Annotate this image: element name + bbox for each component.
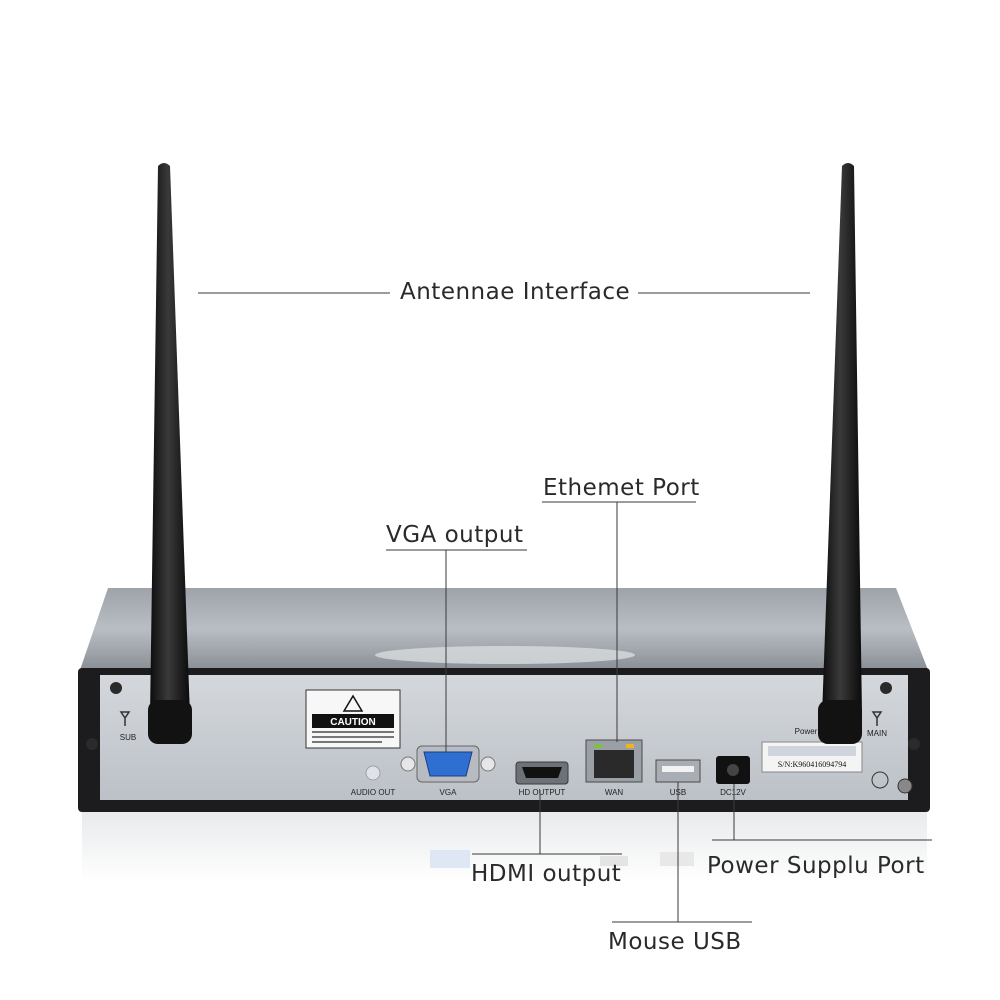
- reflection-port: [660, 852, 694, 866]
- caution-label: CAUTION: [330, 717, 376, 728]
- mouse-usb-callout: Mouse USB: [608, 929, 742, 955]
- antenna-symbol-icon: [119, 711, 131, 726]
- antennae-interface-callout: Antennae Interface: [400, 279, 631, 305]
- hdmi-socket: [522, 767, 562, 778]
- caution-banner: [312, 714, 394, 728]
- screw: [110, 682, 122, 694]
- sub-label: SUB: [120, 733, 136, 742]
- floor-reflection: [82, 812, 927, 882]
- screw: [86, 738, 98, 750]
- vga-port: [423, 751, 473, 777]
- screw: [880, 682, 892, 694]
- vga-output-callout: VGA output: [386, 522, 524, 548]
- reflection-port: [600, 856, 628, 866]
- vga-screw: [480, 756, 496, 772]
- screw: [908, 738, 920, 750]
- antenna-symbol-icon: [871, 711, 883, 726]
- main-label: MAIN: [867, 729, 887, 738]
- reflection-port: [430, 850, 470, 868]
- dc-jack-pin: [727, 764, 739, 776]
- wan-socket: [594, 750, 634, 778]
- caution-fineprint: [312, 736, 394, 738]
- ground-screw: [897, 778, 913, 794]
- left-antenna: [148, 163, 192, 744]
- barcode: [768, 746, 856, 756]
- audio-out-jack: [365, 765, 381, 781]
- power-supply-port-callout: Power Supplu Port: [707, 853, 925, 879]
- ethernet-port-callout: Ethemet Port: [543, 475, 700, 501]
- chassis-top: [80, 588, 928, 670]
- warning-triangle-icon: [342, 694, 364, 712]
- vga-screw: [400, 756, 416, 772]
- ground-icon: [871, 771, 889, 789]
- usb-socket: [662, 766, 694, 772]
- caution-fineprint: [312, 731, 394, 733]
- rear-panel: [100, 675, 908, 800]
- audio-out-label: AUDIO OUT: [351, 788, 396, 797]
- hdmi-output-callout: HDMI output: [471, 861, 622, 887]
- top-highlight: [375, 646, 635, 664]
- hd-output-label: HD OUTPUT: [519, 788, 566, 797]
- vga-label: VGA: [440, 788, 458, 797]
- dc12v-label: DC12V: [720, 788, 746, 797]
- wan-led: [594, 744, 602, 748]
- right-antenna: [818, 163, 862, 744]
- serial-number: S/N:K960416094794: [778, 760, 846, 769]
- power-label: Power: [795, 727, 818, 736]
- wan-label: WAN: [605, 788, 624, 797]
- leader-lines: [198, 292, 932, 923]
- wan-led: [626, 744, 634, 748]
- caution-fineprint: [312, 741, 382, 743]
